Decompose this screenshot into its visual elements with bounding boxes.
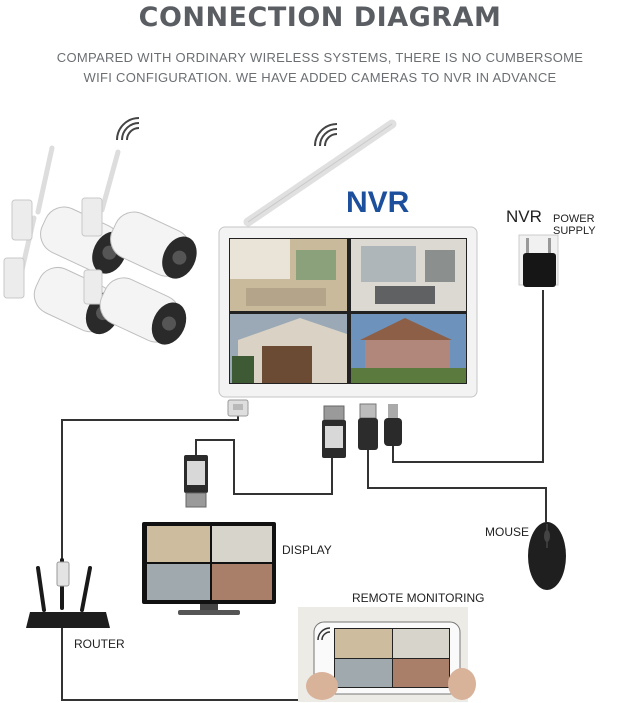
hdmi-cable [195,439,333,495]
hdmi-plug-icon [322,405,346,458]
wifi-icon [317,627,331,641]
display-monitor-icon [142,522,276,615]
remote-monitoring-label: REMOTE MONITORING [352,591,485,605]
camera-group [3,117,197,345]
nvr-power-prefix-label: NVR [506,207,542,226]
nvr-monitor-icon [218,119,478,398]
subtitle-line-2: WIFI CONFIGURATION. WE HAVE ADDED CAMERA… [83,70,557,85]
power-cable [392,290,544,463]
camera-icon [83,269,187,345]
wifi-icon [116,117,140,141]
power-adapter-icon [518,234,559,287]
cables [61,290,547,701]
hdmi-plug-icon [184,455,208,508]
usb-plug-icon [358,403,378,450]
subtitle-line-1: COMPARED WITH ORDINARY WIRELESS SYSTEMS,… [56,50,584,65]
smartphone-icon [298,607,476,702]
wifi-icon [314,123,338,147]
display-label: DISPLAY [282,543,332,557]
power-supply-label: POWER SUPPLY [553,213,596,237]
router-icon [26,558,110,628]
camera-icon [81,197,197,279]
ethernet-plug-icon [227,399,249,417]
nvr-label: NVR [346,186,410,219]
mouse-icon [528,522,566,590]
router-label: ROUTER [74,637,125,651]
dc-plug-icon [384,404,402,446]
router-to-phone-cable [61,620,298,701]
usb-mouse-cable [367,448,547,522]
router-cable [61,414,239,560]
page-title: CONNECTION DIAGRAM [138,2,502,33]
mouse-label: MOUSE [485,525,530,539]
